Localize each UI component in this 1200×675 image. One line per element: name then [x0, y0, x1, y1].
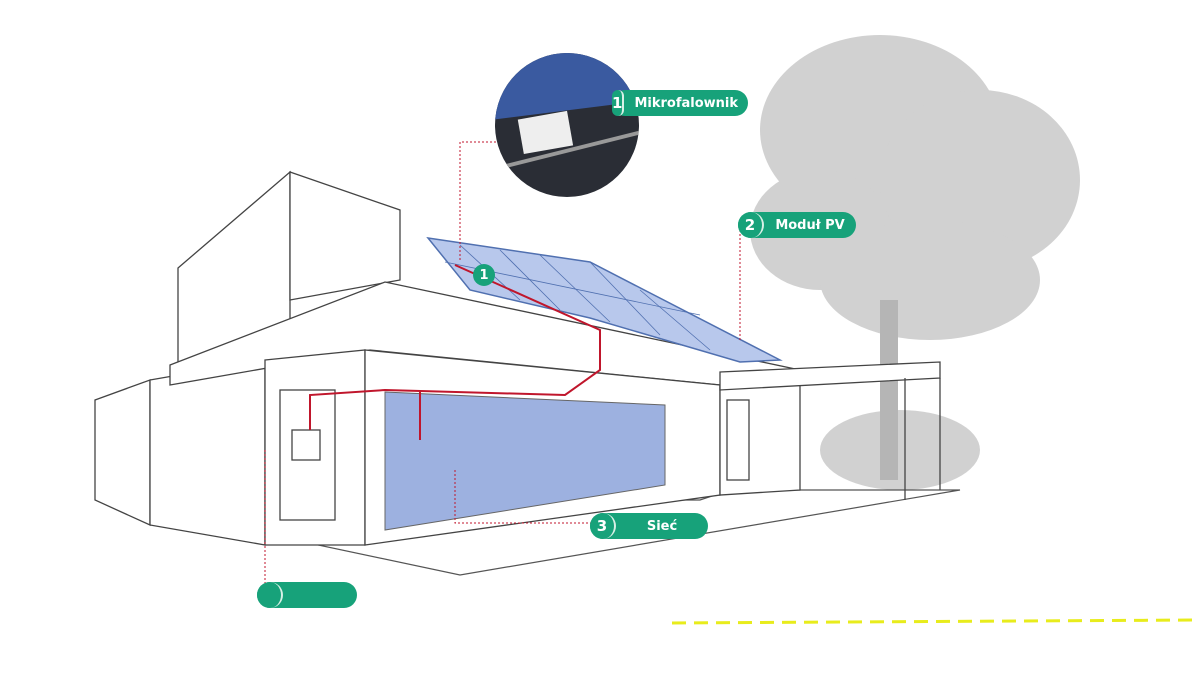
wiring: [309, 264, 601, 440]
label-text: Mikrofalownik: [634, 95, 738, 111]
label-number: 3: [590, 513, 616, 539]
leader-lines: [264, 141, 741, 590]
label-text: Moduł PV: [775, 217, 845, 233]
microinverter-photo: [495, 53, 639, 197]
label-number: 1: [612, 90, 625, 116]
label-number: 2: [738, 212, 764, 238]
label-pv-module: 2 Moduł PV: [738, 212, 856, 238]
label-number: [257, 582, 283, 608]
label-microinverter: 1 Mikrofalownik: [612, 90, 748, 116]
label-grid: 3 Sieć: [590, 513, 708, 539]
tree-illustration: [750, 35, 1080, 490]
label-text: Sieć: [646, 518, 678, 534]
roof-marker: 1: [473, 264, 495, 286]
ground-dashed-line: [671, 618, 1200, 625]
label-empty: [257, 582, 357, 608]
